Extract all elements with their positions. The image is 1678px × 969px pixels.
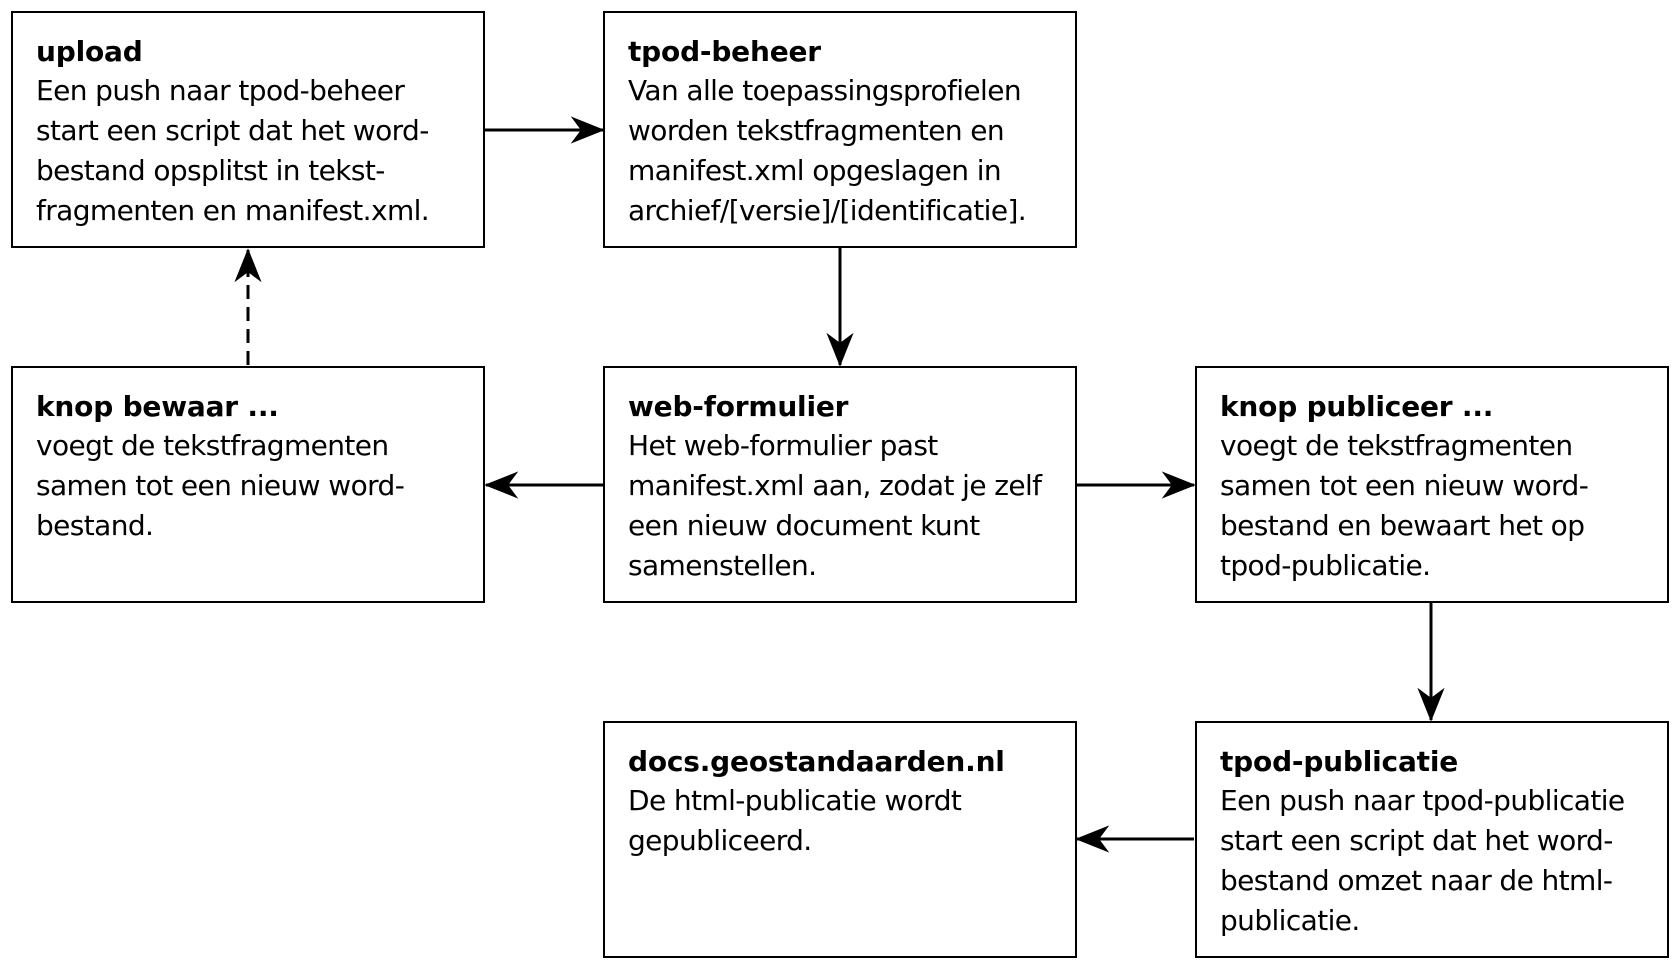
box-title: docs.geostandaarden.nl — [628, 745, 1005, 778]
box-title: upload — [36, 35, 143, 68]
box-title: knop publiceer ... — [1220, 390, 1494, 423]
box-text-line: Het web-formulier past — [628, 429, 938, 462]
box-text-line: bestand omzet naar de html- — [1220, 864, 1613, 897]
box-text-line: start een script dat het word- — [1220, 824, 1613, 857]
box-text-line: worden tekstfragmenten en — [628, 114, 1005, 147]
box-knop-bewaar: knop bewaar ... voegt de tekstfragmenten… — [11, 366, 485, 603]
box-text-line: bestand en bewaart het op — [1220, 509, 1585, 542]
box-text-line: bestand. — [36, 509, 154, 542]
box-text-line: publicatie. — [1220, 904, 1360, 937]
box-text-line: samenstellen. — [628, 549, 817, 582]
box-text-line: manifest.xml opgeslagen in — [628, 154, 1002, 187]
box-docs-geostandaarden: docs.geostandaarden.nl De html-publicati… — [603, 721, 1077, 958]
box-text-line: een nieuw document kunt — [628, 509, 980, 542]
box-knop-publiceer: knop publiceer ... voegt de tekstfragmen… — [1195, 366, 1669, 603]
box-text-line: archief/[versie]/[identificatie]. — [628, 194, 1027, 227]
box-text-line: voegt de tekstfragmenten — [36, 429, 389, 462]
box-text-line: samen tot een nieuw word- — [1220, 469, 1589, 502]
box-upload: upload Een push naar tpod-beheer start e… — [11, 11, 485, 248]
box-text-line: fragmenten en manifest.xml. — [36, 194, 430, 227]
box-title: tpod-beheer — [628, 35, 821, 68]
box-text-line: manifest.xml aan, zodat je zelf — [628, 469, 1042, 502]
box-web-formulier: web-formulier Het web-formulier past man… — [603, 366, 1077, 603]
box-text-line: start een script dat het word- — [36, 114, 429, 147]
box-text-line: Van alle toepassingsprofielen — [628, 74, 1022, 107]
box-text-line: gepubliceerd. — [628, 824, 812, 857]
box-title: tpod-publicatie — [1220, 745, 1459, 778]
box-text-line: Een push naar tpod-beheer — [36, 74, 405, 107]
box-tpod-beheer: tpod-beheer Van alle toepassingsprofiele… — [603, 11, 1077, 248]
box-tpod-publicatie: tpod-publicatie Een push naar tpod-publi… — [1195, 721, 1669, 958]
box-title: web-formulier — [628, 390, 849, 423]
box-text-line: bestand opsplitst in tekst- — [36, 154, 385, 187]
box-title: knop bewaar ... — [36, 390, 279, 423]
box-text-line: De html-publicatie wordt — [628, 784, 962, 817]
box-text-line: tpod-publicatie. — [1220, 549, 1431, 582]
box-text-line: voegt de tekstfragmenten — [1220, 429, 1573, 462]
box-text-line: Een push naar tpod-publicatie — [1220, 784, 1625, 817]
box-text-line: samen tot een nieuw word- — [36, 469, 405, 502]
